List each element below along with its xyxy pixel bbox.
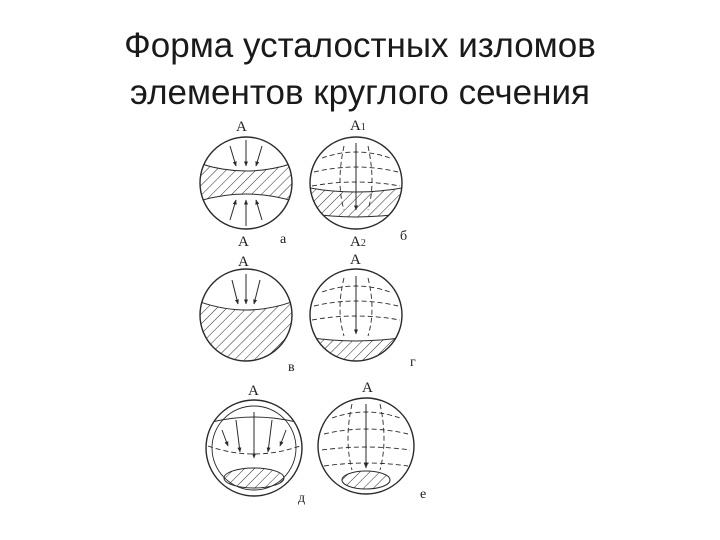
- slide-title: Форма усталостных изломов элементов круг…: [0, 22, 720, 116]
- caption-b: б: [400, 229, 407, 244]
- caption-g: г: [410, 355, 416, 370]
- title-line-2: элементов круглого сечения: [130, 73, 590, 112]
- label-e-top: A: [362, 380, 373, 396]
- panel-b: A1 A2 б: [309, 118, 407, 250]
- caption-d: д: [298, 491, 305, 506]
- caption-e: е: [420, 487, 426, 502]
- arrow-icon: [221, 412, 287, 459]
- section-circle: [199, 268, 293, 362]
- panel-v: A в: [199, 254, 295, 375]
- label-b-bottom: A2: [350, 234, 366, 250]
- section-circle: [199, 136, 293, 230]
- caption-a: а: [280, 232, 287, 247]
- final-fracture-zone: [341, 470, 391, 490]
- panel-e: A е: [317, 380, 426, 502]
- label-b-top: A1: [350, 118, 366, 134]
- title-line-1: Форма усталостных изломов: [124, 26, 596, 65]
- section-circle: [205, 399, 303, 497]
- final-fracture-zone: [223, 467, 285, 489]
- label-a-top: A: [236, 119, 247, 135]
- panel-d: A д: [205, 383, 305, 506]
- arrow-icon: [229, 140, 263, 226]
- label-v-top: A: [238, 254, 249, 270]
- label-d-top: A: [248, 383, 259, 399]
- label-a-bottom: A: [238, 234, 249, 250]
- section-circle: [309, 268, 403, 362]
- inner-circle: [211, 405, 297, 491]
- caption-v: в: [288, 360, 295, 375]
- arrow-icon: [231, 274, 261, 305]
- panel-g: A г: [309, 252, 416, 370]
- panel-a: A A а: [199, 119, 293, 250]
- label-g-top: A: [350, 252, 361, 268]
- section-circle: [317, 397, 415, 495]
- section-circle: [309, 136, 403, 230]
